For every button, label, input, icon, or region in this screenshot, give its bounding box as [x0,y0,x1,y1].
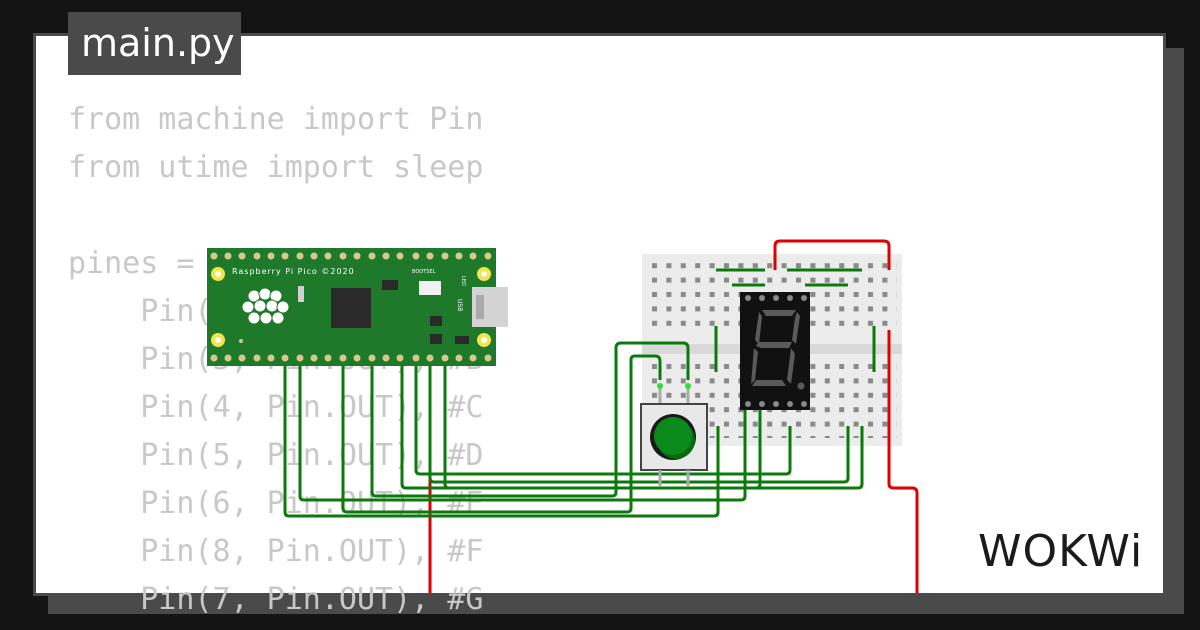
raspberry-pi-pico[interactable]: Raspberry Pi Pico ©2020 BOOTSEL LED USB [207,248,508,366]
code-line: from machine import Pin [68,102,484,137]
code-block: from machine import Pin from utime import… [68,96,483,624]
code-line: Pin(7, Pin.OUT), #G [68,582,484,617]
signal-wires [283,255,864,518]
bootsel-button[interactable] [419,281,441,295]
code-line: Pin(8, Pin.OUT), #F [68,534,484,569]
wokwi-logo: WOKWi [978,526,1144,577]
bootsel-label: BOOTSEL [412,269,436,275]
raspberry-logo-icon [241,287,290,325]
code-line: from utime import sleep [68,150,484,185]
usb-label: USB [456,299,463,311]
pico-label: Raspberry Pi Pico ©2020 [232,267,355,276]
seven-segment-display-icon [740,292,810,410]
file-tab[interactable]: main.py [68,12,241,75]
pico-bottom-pins [210,354,492,362]
push-button-icon[interactable] [640,383,708,486]
preview-card: from machine import Pin from utime import… [33,33,1166,617]
rp2040-chip [331,288,371,328]
led-label: LED [460,276,466,286]
pico-top-pins [210,252,492,260]
